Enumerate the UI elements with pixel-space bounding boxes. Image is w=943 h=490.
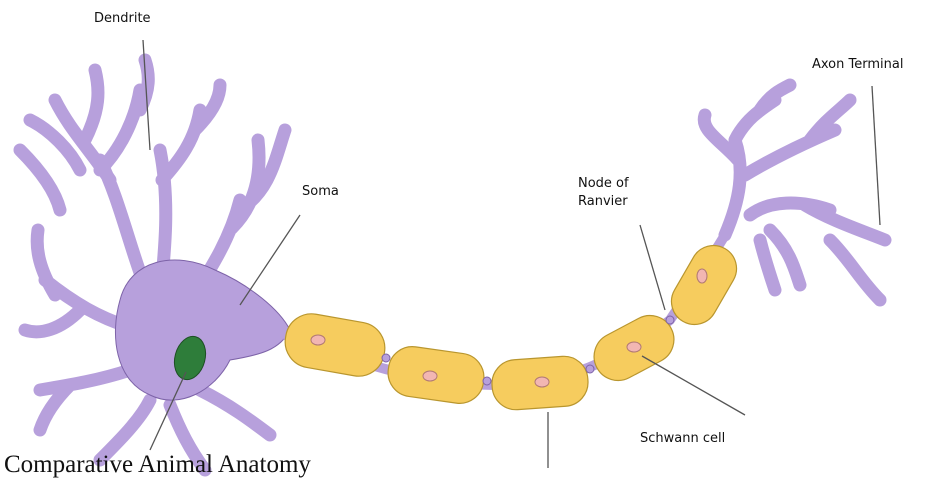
schwann-nucleus-3 <box>535 377 549 387</box>
myelin-sheaths <box>281 237 745 411</box>
schwann-cell-1 <box>281 310 389 381</box>
label-axon-terminal: Axon Terminal <box>812 56 903 74</box>
schwann-nucleus-4 <box>627 342 641 352</box>
schwann-nucleus-5 <box>697 269 707 283</box>
label-soma: Soma <box>302 183 339 201</box>
footer-caption: Comparative Animal Anatomy <box>4 451 311 479</box>
schwann-nucleus-1 <box>311 335 325 345</box>
label-schwann-cell: Schwann cell <box>640 430 725 448</box>
label-dendrite: Dendrite <box>94 10 151 28</box>
soma <box>115 260 290 400</box>
label-node-of-ranvier: Node of Ranvier <box>578 175 658 210</box>
schwann-nucleus-2 <box>423 371 437 381</box>
